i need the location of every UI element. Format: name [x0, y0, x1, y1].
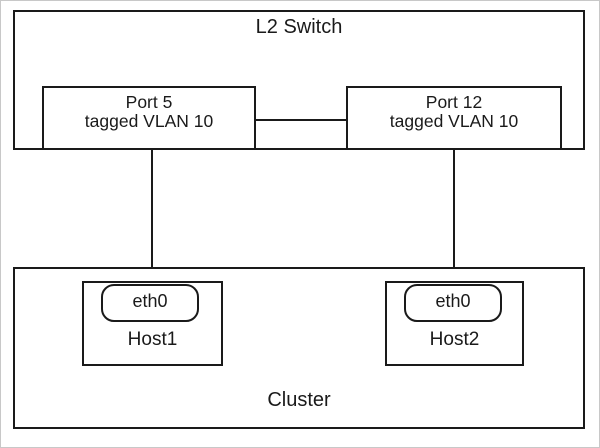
l2-switch-container	[13, 10, 585, 150]
switch-internal-link-line	[255, 119, 347, 121]
host2-box	[385, 281, 524, 366]
switch-port-5-name: Port 5	[125, 92, 173, 112]
host1-label: Host1	[127, 329, 178, 350]
switch-port-5-label-group: Port 5 tagged VLAN 10	[42, 93, 256, 131]
host1-box	[82, 281, 223, 366]
host1-eth0-label: eth0	[132, 291, 168, 311]
switch-port-5-box	[42, 86, 256, 150]
switch-port-12-name: Port 12	[425, 92, 483, 112]
l2-switch-label: L2 Switch	[255, 16, 343, 38]
link-port12-to-host2	[453, 148, 455, 269]
host2-eth0-interface-box	[404, 284, 502, 322]
switch-port-12-label-group: Port 12 tagged VLAN 10	[346, 93, 562, 131]
cluster-container	[13, 267, 585, 429]
switch-port-12-vlan: tagged VLAN 10	[389, 110, 519, 131]
cluster-label: Cluster	[267, 389, 331, 411]
host2-eth0-label: eth0	[435, 291, 471, 311]
host1-eth0-interface-box	[101, 284, 199, 322]
host2-label: Host2	[429, 329, 480, 350]
switch-port-5-vlan: tagged VLAN 10	[84, 110, 214, 131]
link-port5-to-host1	[151, 148, 153, 269]
